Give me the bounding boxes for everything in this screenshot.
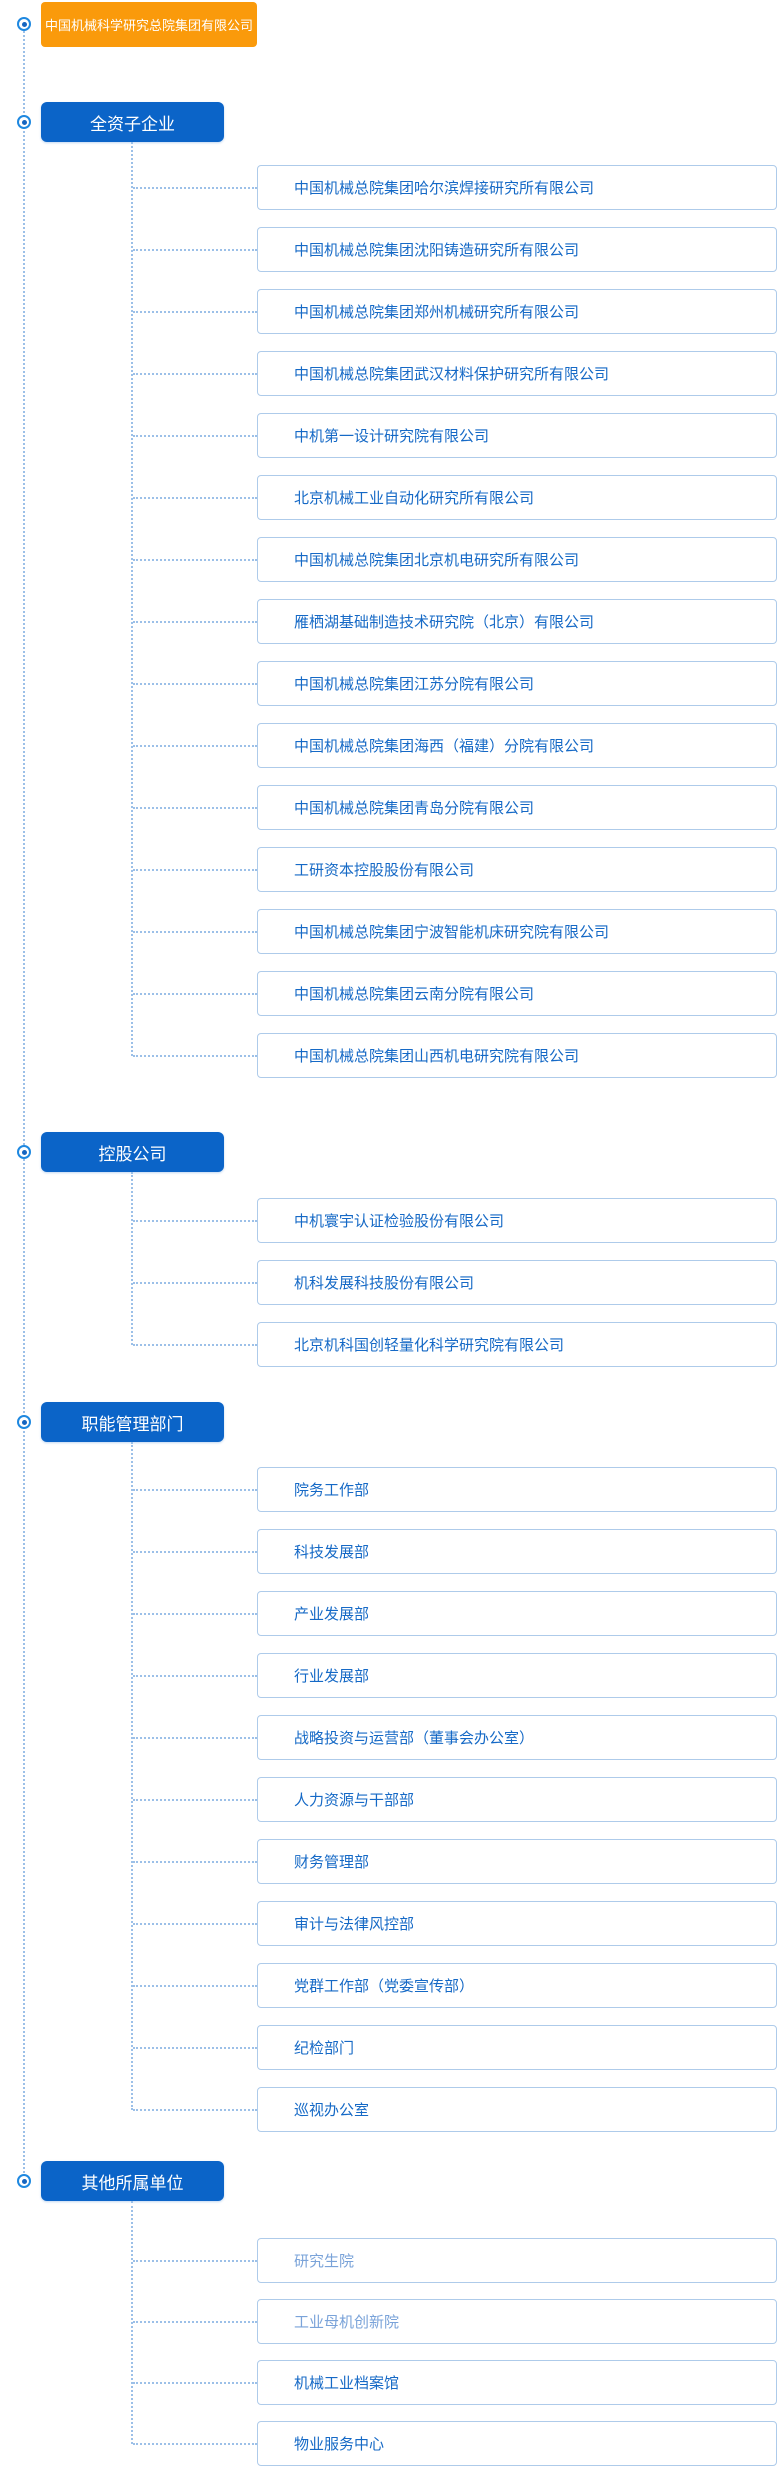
root-org-title: 中国机械科学研究总院集团有限公司 (44, 18, 253, 33)
section-connector-line (131, 1172, 133, 1345)
org-item[interactable]: 人力资源与干部部 (133, 1777, 777, 1822)
org-item[interactable]: 产业发展部 (133, 1591, 777, 1636)
org-item[interactable]: 巡视办公室 (133, 2087, 777, 2132)
section-connector-line (131, 2201, 133, 2444)
section-connector-line (131, 1442, 133, 2110)
org-item[interactable]: 科技发展部 (133, 1529, 777, 1574)
section-bullet-icon (17, 2174, 31, 2188)
main-rail-connector-line (23, 24, 25, 2181)
org-item[interactable]: 研究生院 (133, 2238, 777, 2283)
org-item[interactable]: 工业母机创新院 (133, 2299, 777, 2344)
section-label: 其他所属单位 (41, 2161, 224, 2201)
org-item[interactable]: 中国机械总院集团沈阳铸造研究所有限公司 (133, 227, 777, 272)
org-item[interactable]: 战略投资与运营部（董事会办公室） (133, 1715, 777, 1760)
org-item[interactable]: 审计与法律风控部 (133, 1901, 777, 1946)
section-label: 控股公司 (41, 1132, 224, 1172)
org-item[interactable]: 机科发展科技股份有限公司 (133, 1260, 777, 1305)
root-bullet-icon (17, 17, 31, 31)
org-item[interactable]: 中国机械总院集团武汉材料保护研究所有限公司 (133, 351, 777, 396)
section-items: 中机寰宇认证检验股份有限公司 机科发展科技股份有限公司 北京机科国创轻量化科学研… (131, 1172, 777, 1367)
org-item[interactable]: 中国机械总院集团海西（福建）分院有限公司 (133, 723, 777, 768)
org-item[interactable]: 中国机械总院集团哈尔滨焊接研究所有限公司 (133, 165, 777, 210)
org-item[interactable]: 北京机械工业自动化研究所有限公司 (133, 475, 777, 520)
root-org-node: 中国机械科学研究总院集团有限公司 (41, 2, 257, 47)
org-item[interactable]: 雁栖湖基础制造技术研究院（北京）有限公司 (133, 599, 777, 644)
section-connector-line (131, 142, 133, 1056)
org-item[interactable]: 中国机械总院集团江苏分院有限公司 (133, 661, 777, 706)
org-item[interactable]: 中国机械总院集团郑州机械研究所有限公司 (133, 289, 777, 334)
org-item[interactable]: 纪检部门 (133, 2025, 777, 2070)
org-item[interactable]: 中国机械总院集团云南分院有限公司 (133, 971, 777, 1016)
section-items: 院务工作部 科技发展部 产业发展部 行业发展部 战略投资与运营部（董事会办公室）… (131, 1442, 777, 2132)
org-item[interactable]: 党群工作部（党委宣传部） (133, 1963, 777, 2008)
org-item[interactable]: 北京机科国创轻量化科学研究院有限公司 (133, 1322, 777, 1367)
org-item[interactable]: 中国机械总院集团山西机电研究院有限公司 (133, 1033, 777, 1078)
org-item[interactable]: 中国机械总院集团北京机电研究所有限公司 (133, 537, 777, 582)
section-label: 全资子企业 (41, 102, 224, 142)
org-item[interactable]: 工研资本控股股份有限公司 (133, 847, 777, 892)
org-item[interactable]: 中国机械总院集团宁波智能机床研究院有限公司 (133, 909, 777, 954)
org-item[interactable]: 物业服务中心 (133, 2421, 777, 2466)
section-items: 研究生院 工业母机创新院 机械工业档案馆 物业服务中心 (131, 2201, 777, 2466)
org-item[interactable]: 中机第一设计研究院有限公司 (133, 413, 777, 458)
section-items: 中国机械总院集团哈尔滨焊接研究所有限公司 中国机械总院集团沈阳铸造研究所有限公司… (131, 142, 777, 1078)
org-item[interactable]: 行业发展部 (133, 1653, 777, 1698)
section-label: 职能管理部门 (41, 1402, 224, 1442)
org-item[interactable]: 中机寰宇认证检验股份有限公司 (133, 1198, 777, 1243)
section-bullet-icon (17, 1415, 31, 1429)
section-bullet-icon (17, 115, 31, 129)
org-item[interactable]: 院务工作部 (133, 1467, 777, 1512)
org-item[interactable]: 财务管理部 (133, 1839, 777, 1884)
org-item[interactable]: 中国机械总院集团青岛分院有限公司 (133, 785, 777, 830)
section-bullet-icon (17, 1145, 31, 1159)
org-item[interactable]: 机械工业档案馆 (133, 2360, 777, 2405)
